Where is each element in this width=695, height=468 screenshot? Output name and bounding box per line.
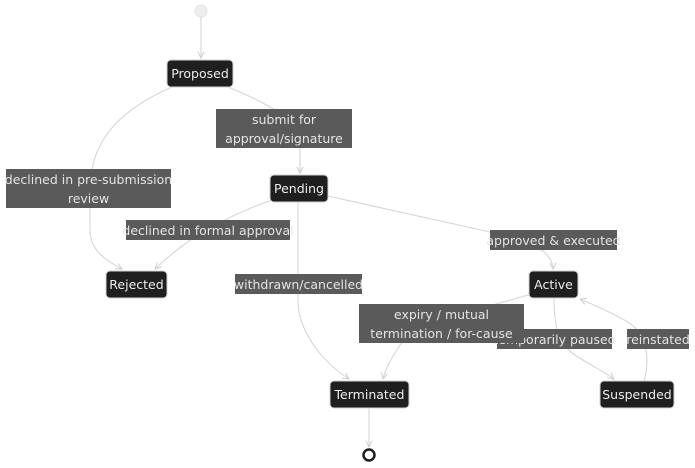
state-label: Suspended <box>602 387 671 402</box>
edge-suspended-active <box>580 299 648 382</box>
edge-label-reinstated: reinstated <box>626 329 690 349</box>
svg-text:approval/signature: approval/signature <box>225 131 343 146</box>
state-label: Active <box>534 277 573 292</box>
end-state <box>362 448 376 462</box>
state-suspended[interactable]: Suspended <box>599 380 675 409</box>
svg-text:withdrawn/cancelled: withdrawn/cancelled <box>234 277 363 292</box>
svg-text:submit for: submit for <box>252 112 317 127</box>
edge-label-submit-for-approval: submit for approval/signature <box>216 109 352 148</box>
svg-text:reinstated: reinstated <box>626 332 690 347</box>
edge-label-approved-executed: approved & executed <box>486 230 621 250</box>
edge-pending-terminated <box>297 202 349 379</box>
edge-label-declined-formal-approval: declined in formal approval <box>122 220 294 240</box>
edge-label-expiry-termination: expiry / mutual termination / for-cause <box>359 304 524 343</box>
state-pending[interactable]: Pending <box>269 174 329 203</box>
edge-label-declined-pre-submission: declined in pre-submission review <box>5 169 172 208</box>
state-label: Rejected <box>109 277 163 292</box>
state-rejected[interactable]: Rejected <box>105 270 168 299</box>
svg-text:expiry / mutual: expiry / mutual <box>394 307 489 322</box>
state-label: Terminated <box>334 387 405 402</box>
svg-text:termination / for-cause: termination / for-cause <box>370 326 513 341</box>
start-state <box>194 4 208 18</box>
svg-text:declined in formal approval: declined in formal approval <box>122 223 293 238</box>
edge-active-suspended <box>553 297 614 379</box>
state-terminated[interactable]: Terminated <box>329 380 410 409</box>
state-label: Proposed <box>171 66 229 81</box>
state-active[interactable]: Active <box>528 270 579 299</box>
svg-text:declined in pre-submission: declined in pre-submission <box>5 172 172 187</box>
edge-label-withdrawn-cancelled: withdrawn/cancelled <box>234 274 363 294</box>
state-proposed[interactable]: Proposed <box>166 59 234 88</box>
svg-text:review: review <box>68 191 109 206</box>
state-label: Pending <box>274 181 324 196</box>
svg-text:approved & executed: approved & executed <box>486 233 620 248</box>
